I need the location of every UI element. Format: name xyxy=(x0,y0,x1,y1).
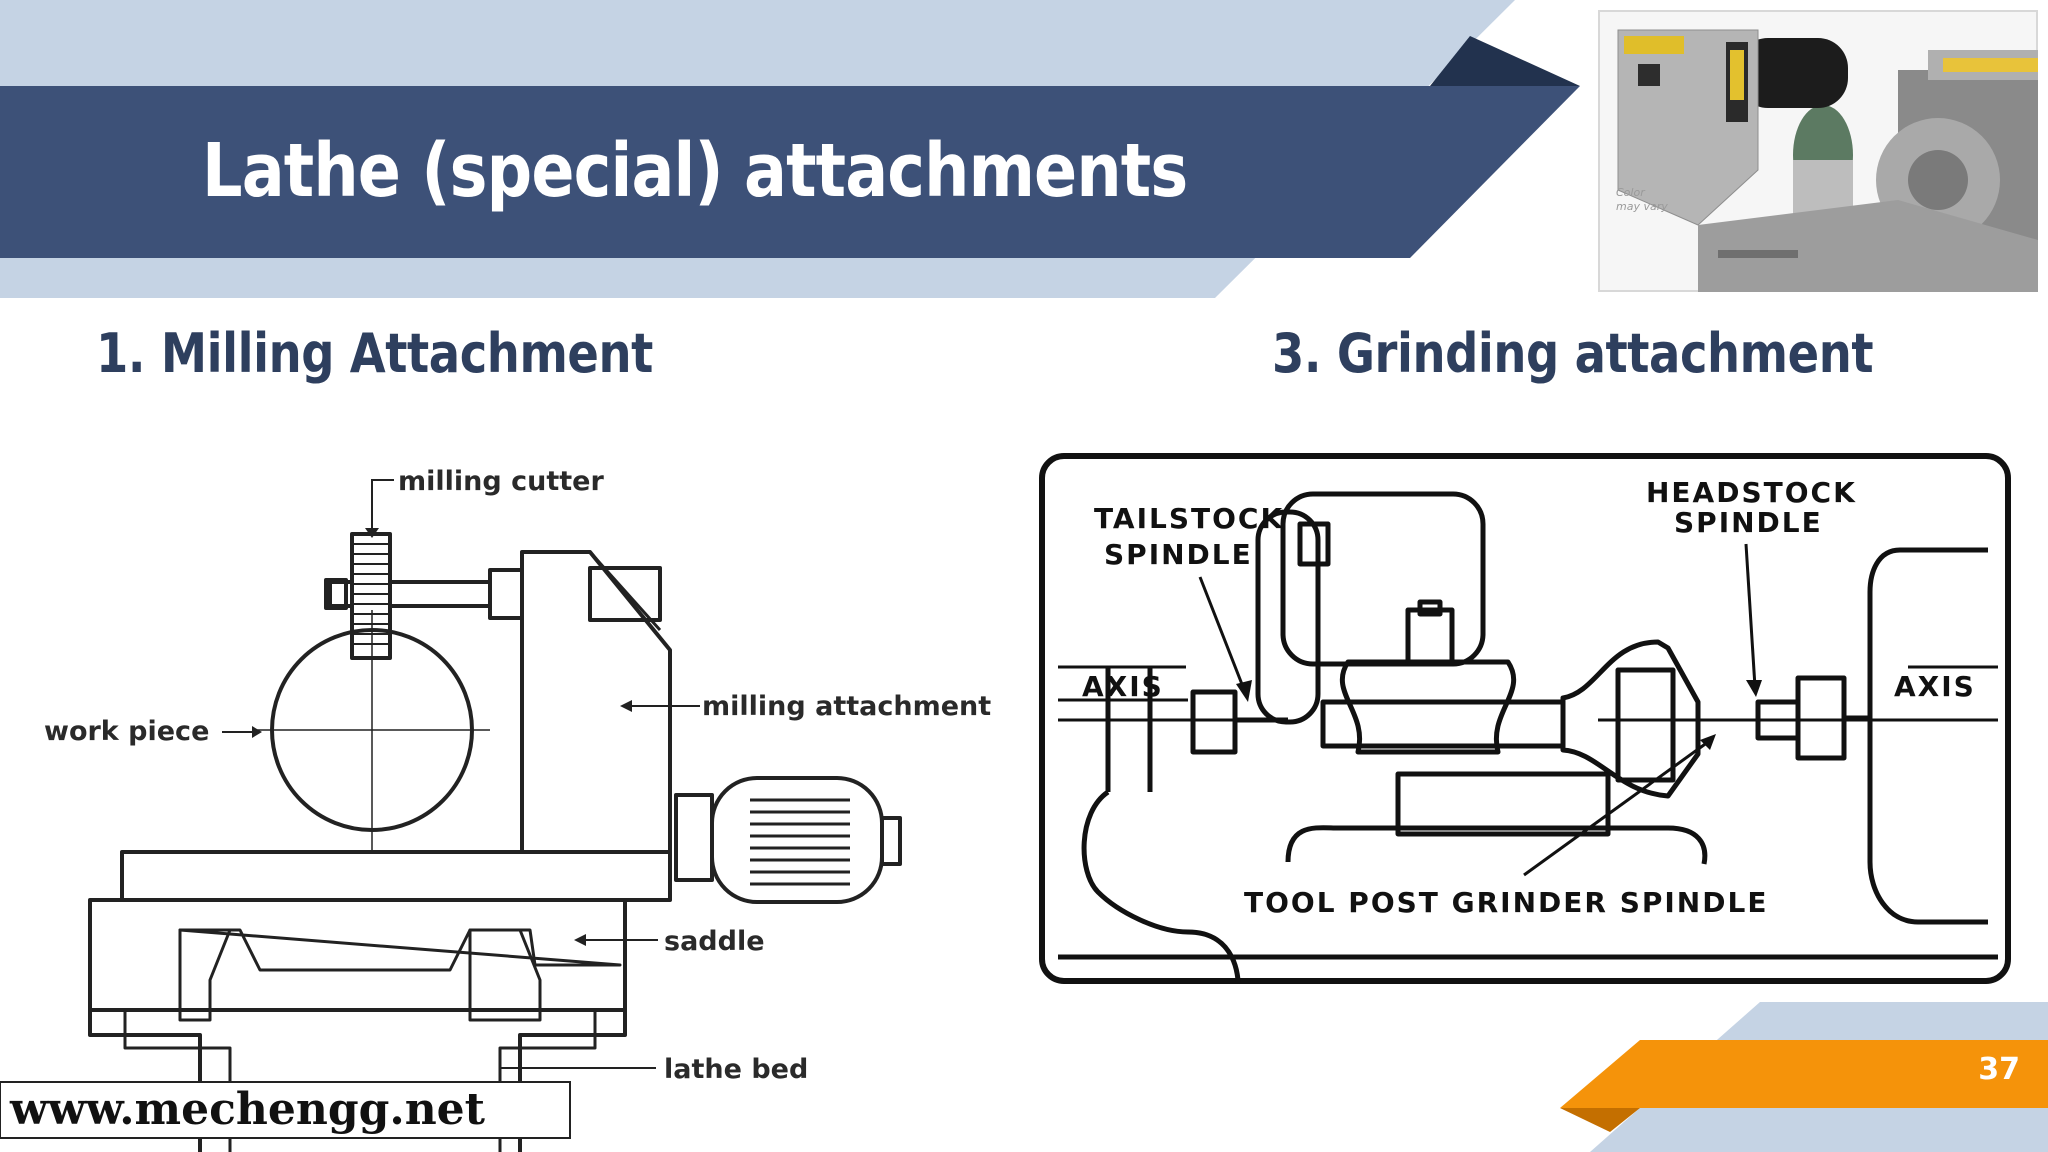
photo-caption: Color xyxy=(1616,186,1646,199)
label-saddle: saddle xyxy=(664,926,765,957)
banner-dark-band xyxy=(0,86,1580,258)
label-milling-cutter: milling cutter xyxy=(398,466,604,497)
label-tool-post-grinder: TOOL POST GRINDER SPINDLE xyxy=(1244,886,1768,919)
slide-title: Lathe (special) attachments xyxy=(202,128,1188,214)
label-axis-right: AXIS xyxy=(1894,670,1976,703)
banner-dark-triangle xyxy=(1430,36,1580,86)
milling-column xyxy=(520,550,672,854)
footer-orange-tab xyxy=(1560,1040,2048,1108)
milling-cutter-shape xyxy=(350,532,392,660)
milling-attachment-diagram: milling cutter work piece milling attach… xyxy=(0,466,991,1152)
label-lathe-bed: lathe bed xyxy=(664,1054,808,1085)
label-headstock-line2: SPINDLE xyxy=(1674,506,1823,539)
footer-orange-shadow xyxy=(1560,1108,1640,1132)
label-work-piece: work piece xyxy=(44,716,209,747)
label-tailstock-line2: SPINDLE xyxy=(1104,538,1253,571)
grinding-attachment-diagram: TAILSTOCK SPINDLE HEADSTOCK SPINDLE AXIS… xyxy=(1039,453,2011,984)
photo-caption-line2: may vary xyxy=(1616,200,1668,213)
heading-milling-attachment: 1. Milling Attachment xyxy=(96,322,653,385)
label-headstock-line1: HEADSTOCK xyxy=(1646,476,1857,509)
website-watermark: www.mechengg.net xyxy=(9,1084,486,1135)
label-tailstock-line1: TAILSTOCK xyxy=(1094,502,1284,535)
label-axis-left: AXIS xyxy=(1082,670,1164,703)
grinder-photo: Color may vary xyxy=(1598,10,2038,292)
label-milling-attachment: milling attachment xyxy=(702,691,991,722)
page-number: 37 xyxy=(1978,1052,2020,1087)
heading-grinding-attachment: 3. Grinding attachment xyxy=(1272,322,1874,385)
